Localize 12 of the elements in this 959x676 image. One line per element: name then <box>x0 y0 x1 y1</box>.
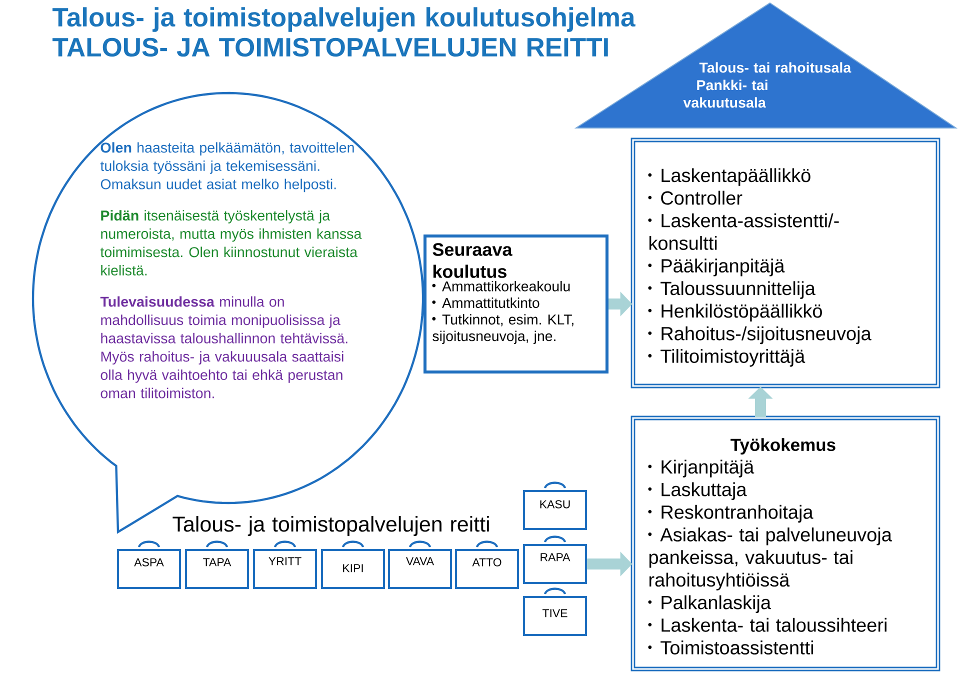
briefcase-box: YRITT <box>253 540 317 589</box>
briefcase-box: TIVE <box>523 588 587 636</box>
briefcase-box: VAVA <box>388 540 452 589</box>
briefcase-box: KIPI <box>321 540 385 589</box>
job-list-box: Työkokemus Kirjanpitäjä Laskuttaja Reskontranhoitaja Asiakas- tai palveluneuvoja pankeissa, vakuutus- tai rahoitusyhtiöissä Palkanlaskija Laskenta- tai taloussihteeri Toimistoassistentti <box>630 416 940 672</box>
briefcase-box: KASU <box>523 482 587 530</box>
education-box: Seuraava koulutus Ammattikorkeakoulu Ammattitutkinto Tutkinnot, esim. KLT, sijoitusneuvoja, jne. <box>424 234 608 374</box>
briefcase-box: ATTO <box>455 540 519 589</box>
briefcase-box: ASPA <box>117 540 181 589</box>
briefcase-box: RAPA <box>523 536 587 584</box>
briefcase-box: TAPA <box>185 540 249 589</box>
job-list-box: Laskentapäällikkö Controller Laskenta-assistentti/- konsultti Pääkirjanpitäjä Taloussuunnittelija Henkilöstöpäällikkö Rahoitus-/sijoitusneuvoja Tilitoimistoyrittäjä <box>630 138 940 388</box>
